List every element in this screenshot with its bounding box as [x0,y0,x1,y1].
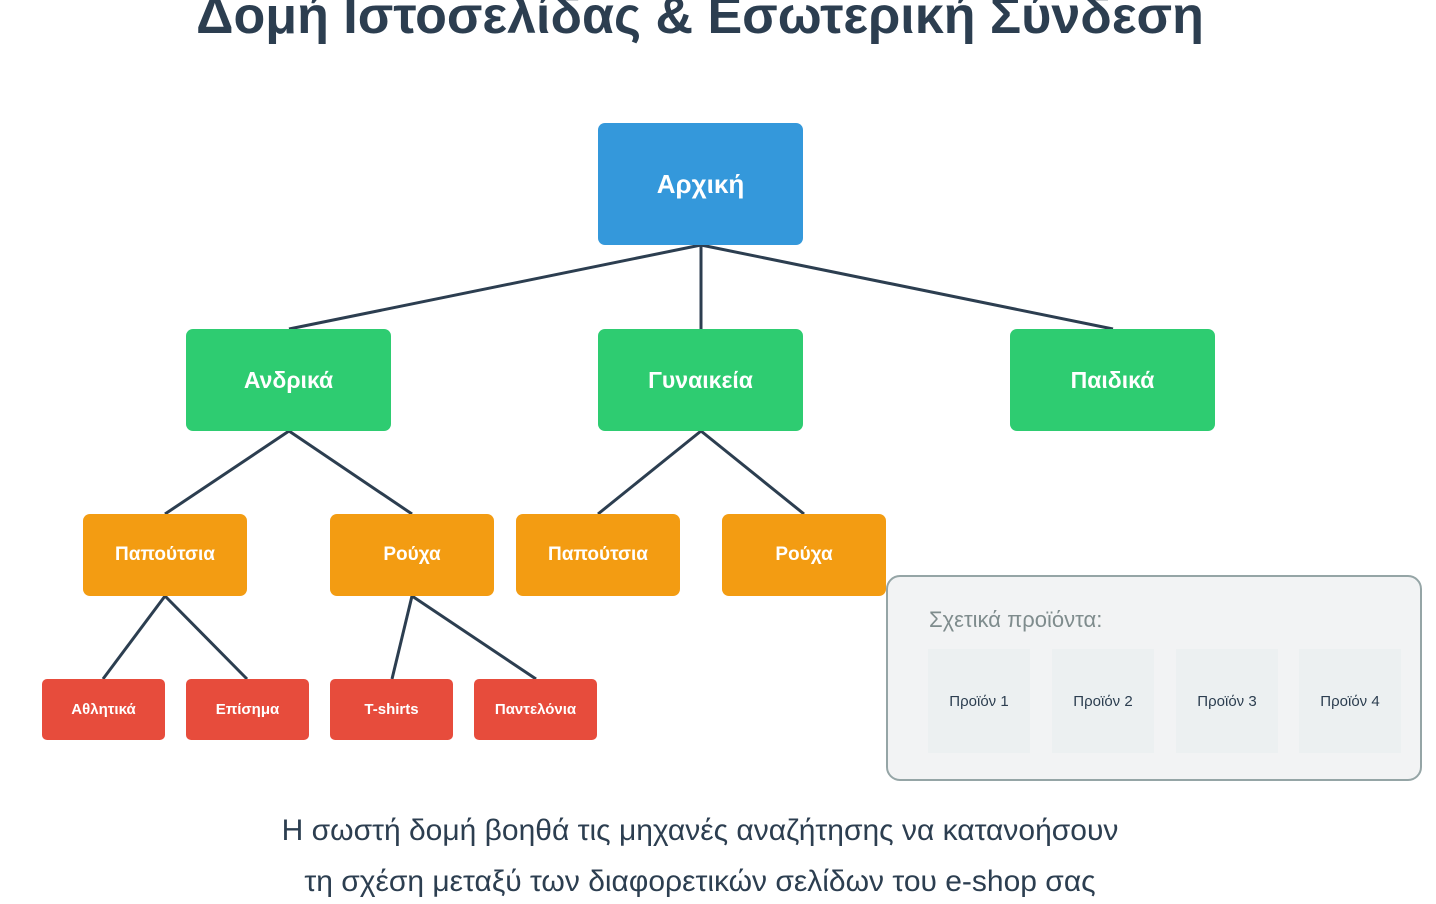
node-sport-shoes[interactable]: Αθλητικά [42,679,165,740]
edge-men-clothes [288,429,413,516]
product-card[interactable]: Προϊόν 2 [1052,649,1154,753]
node-pants[interactable]: Παντελόνια [474,679,597,740]
node-men-clothes[interactable]: Ρούχα [330,514,494,596]
edge-shoes-formal [163,594,249,681]
edge-women-clothes [700,429,805,516]
related-products-title: Σχετικά προϊόντα: [929,607,1103,632]
node-women-shoes[interactable]: Παπούτσια [516,514,680,596]
caption-line-2: τη σχέση μεταξύ των διαφορετικών σελίδων… [304,865,1096,898]
node-tshirts[interactable]: T-shirts [330,679,453,740]
edge-clothes-pants [411,594,537,681]
edge-men-shoes [164,429,290,516]
page-title: Δομή Ιστοσελίδας & Εσωτερική Σύνδεση [196,0,1204,45]
node-men[interactable]: Ανδρικά [186,329,391,431]
edge-clothes-tshirts [390,595,414,680]
edge-root-kids [700,243,1114,331]
node-women-clothes[interactable]: Ρούχα [722,514,886,596]
product-card[interactable]: Προϊόν 3 [1176,649,1278,753]
product-card[interactable]: Προϊόν 1 [928,649,1030,753]
node-men-shoes[interactable]: Παπούτσια [83,514,247,596]
edge-shoes-sport [101,595,167,680]
edge-root-men [288,243,702,331]
edge-women-shoes [597,429,702,516]
caption-line-1: Η σωστή δομή βοηθά τις μηχανές αναζήτηση… [281,814,1119,847]
node-kids[interactable]: Παιδικά [1010,329,1215,431]
node-home[interactable]: Αρχική [598,123,803,245]
node-formal-shoes[interactable]: Επίσημα [186,679,309,740]
node-women[interactable]: Γυναικεία [598,329,803,431]
product-card[interactable]: Προϊόν 4 [1299,649,1401,753]
related-products-panel: Σχετικά προϊόντα: Προϊόν 1 Προϊόν 2 Προϊ… [886,575,1422,781]
